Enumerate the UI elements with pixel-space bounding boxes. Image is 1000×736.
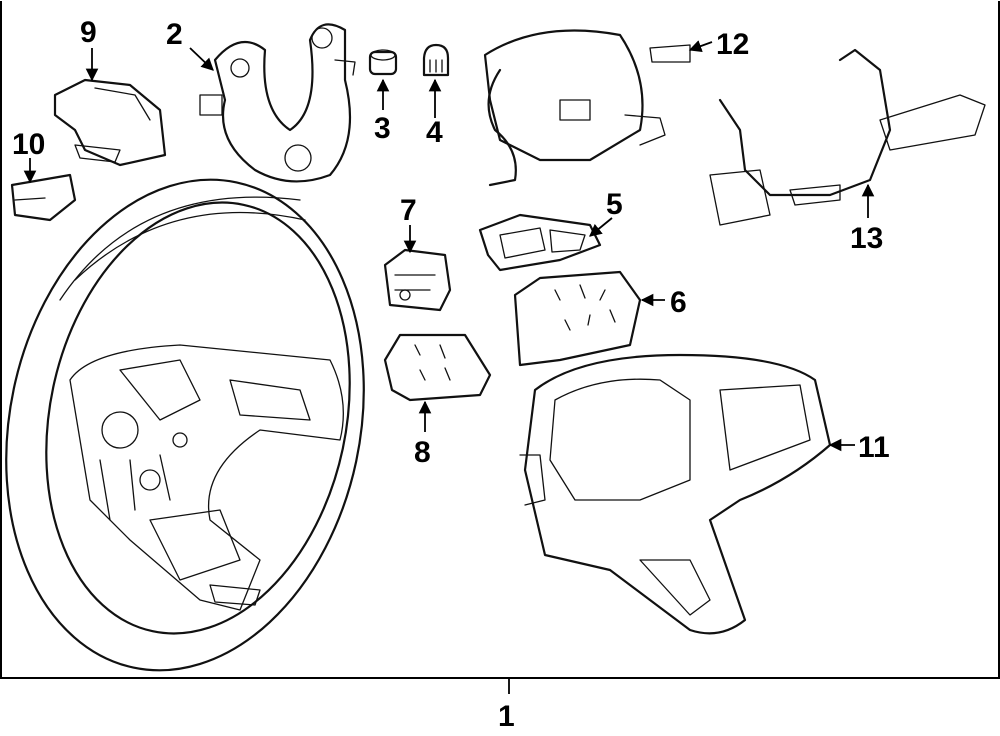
callout-13: 13 (850, 222, 883, 255)
button-switch-5 (478, 213, 602, 272)
steering-wheel (5, 178, 365, 672)
diagram-frame (0, 1, 1000, 679)
small-switch-7 (383, 248, 452, 312)
leader-lines (23, 40, 875, 694)
callout-11: 11 (858, 431, 890, 464)
clip (10, 173, 77, 222)
callout-2: 2 (166, 18, 183, 51)
right-switch-harness (709, 48, 986, 226)
trim-cover-upper-left (53, 78, 167, 167)
callout-10: 10 (12, 128, 45, 161)
lower-trim-bezel (519, 353, 832, 635)
callout-1: 1 (498, 700, 515, 733)
knob (422, 43, 450, 77)
switch-panel-8 (383, 333, 492, 402)
cap (368, 49, 398, 76)
callout-3: 3 (374, 112, 391, 145)
wiring-harness-housing (483, 29, 691, 187)
callout-5: 5 (606, 188, 623, 221)
switch-bracket (199, 23, 356, 183)
callout-12: 12 (716, 28, 749, 61)
callout-6: 6 (670, 286, 687, 319)
callout-7: 7 (400, 194, 417, 227)
callout-8: 8 (414, 436, 431, 469)
callout-labels: 9 2 3 4 12 13 10 7 5 6 8 11 1 (12, 16, 890, 733)
control-module-6 (513, 270, 642, 367)
callout-9: 9 (80, 16, 97, 49)
callout-4: 4 (426, 116, 443, 149)
